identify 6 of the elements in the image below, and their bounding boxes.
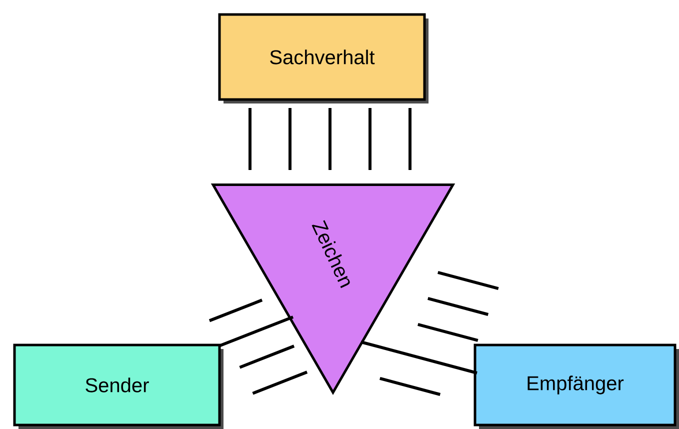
label-box: Empfänger [474,344,676,426]
label-box: Sachverhalt [218,13,426,101]
label-box: Sender [13,344,221,426]
line-bundle [248,108,412,170]
line-bundle [360,270,499,396]
line-bundle [208,298,308,395]
